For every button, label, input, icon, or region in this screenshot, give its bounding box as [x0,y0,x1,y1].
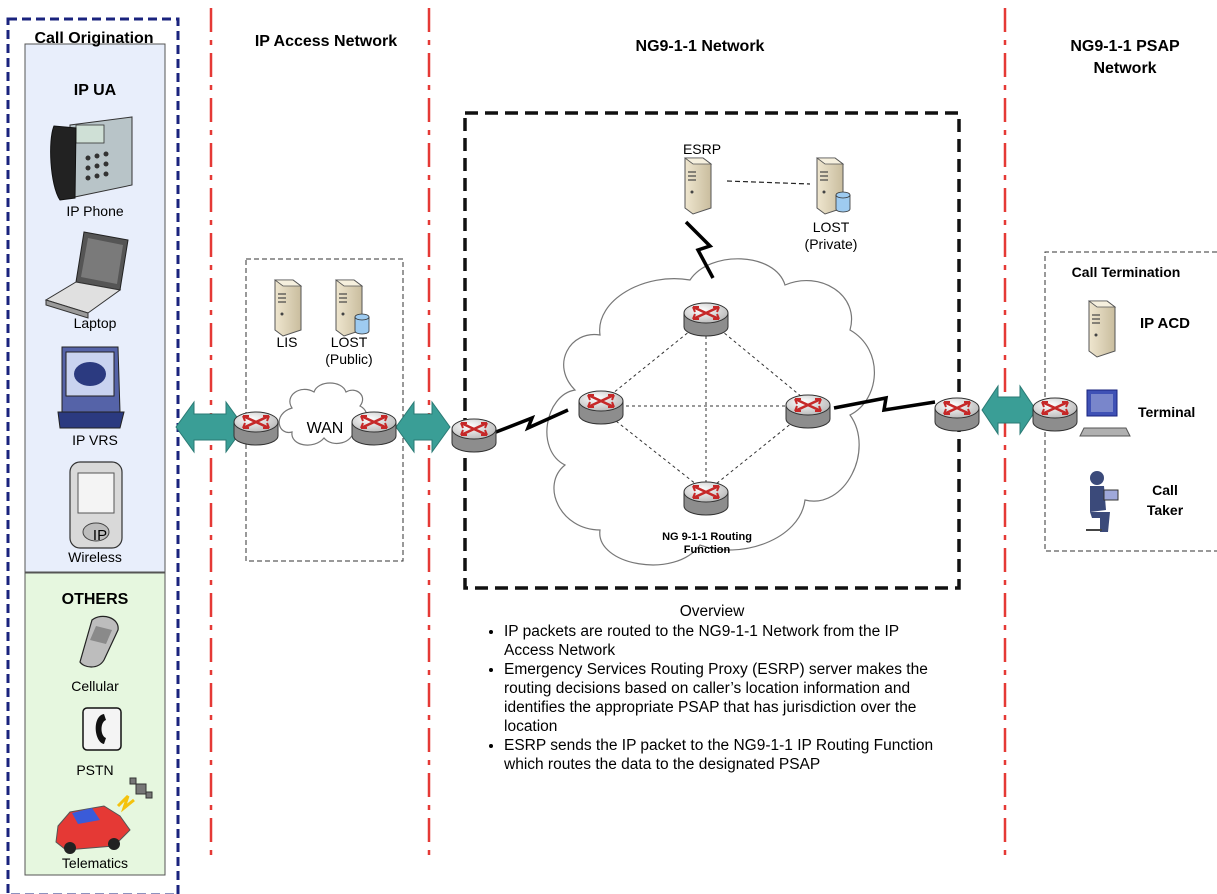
call-termination-title: Call Termination [1071,264,1181,280]
header-ng911: NG9-1-1 Network [635,38,765,55]
cellular-icon [79,615,119,668]
router-ng911-edge [450,417,498,454]
routing-mesh [601,317,809,493]
overview-list: IP packets are routed to the NG9-1-1 Net… [477,622,947,774]
router-ng911-top [682,301,730,338]
device-label-laptop: Laptop [73,315,117,331]
laptop-icon [44,231,129,319]
ng911-cloud [546,258,875,566]
overview-bullet: ESRP sends the IP packet to the NG9-1-1 … [504,736,947,774]
call-taker-label: Call Taker [1146,482,1184,518]
lis-server-icon [274,279,302,337]
ip-acd-server-icon [1088,300,1116,358]
telematics-icon [55,777,153,854]
overview-title: Overview [679,603,745,620]
psap-lightning [833,395,936,413]
esrp-server-icon [684,157,712,215]
router-psap [1031,396,1079,433]
teal-arrows [175,384,1037,454]
terminal-icon [1079,389,1131,437]
device-label-ip-vrs: IP VRS [72,432,118,448]
router-ng911-left [577,389,625,426]
esrp-lost-link [726,180,811,185]
esrp-lightning [684,220,715,279]
ip-vrs-icon [57,346,125,429]
lost-public-label: LOST (Public) [325,334,373,367]
ip-phone-icon [50,116,133,201]
others-title: OTHERS [61,591,129,608]
header-call-origination: Call Origination [34,30,154,47]
device-label-wireless: Wireless [68,549,122,565]
device-label-cellular: Cellular [71,678,119,694]
pstn-icon [82,707,122,751]
router-psap-edge [933,396,981,433]
esrp-label: ESRP [682,141,722,157]
overview-section: Overview IP packets are routed to the NG… [477,602,947,774]
lost-private-label: LOST (Private) [804,219,858,252]
header-ip-access: IP Access Network [254,33,398,50]
wan-label: WAN [306,420,344,437]
routing-function-label: NG 9-1-1 Routing Function [662,531,752,556]
ip-ua-title: IP UA [73,82,117,99]
overview-bullet: Emergency Services Routing Proxy (ESRP) … [504,660,947,736]
call-origination-box [6,17,180,894]
router-ng911-right [784,393,832,430]
router-ng911-bottom [682,480,730,517]
router-wan-left [232,410,280,447]
overview-bullet: IP packets are routed to the NG9-1-1 Net… [504,622,947,660]
database-icon [354,191,851,335]
ip-acd-label: IP ACD [1140,315,1191,332]
header-psap: NG9-1-1 PSAP Network [1070,38,1180,77]
ng911-box [463,111,961,590]
lis-label: LIS [276,334,298,350]
access-lightning [495,408,569,434]
wireless-ip-badge: IP [92,527,108,544]
device-label-ip-phone: IP Phone [66,203,124,219]
call-taker-icon [1086,471,1119,532]
wireless-icon [69,461,123,549]
device-label-pstn: PSTN [76,762,114,778]
ip-access-box [245,258,404,562]
device-label-telematics: Telematics [61,855,129,871]
terminal-label: Terminal [1138,404,1196,420]
